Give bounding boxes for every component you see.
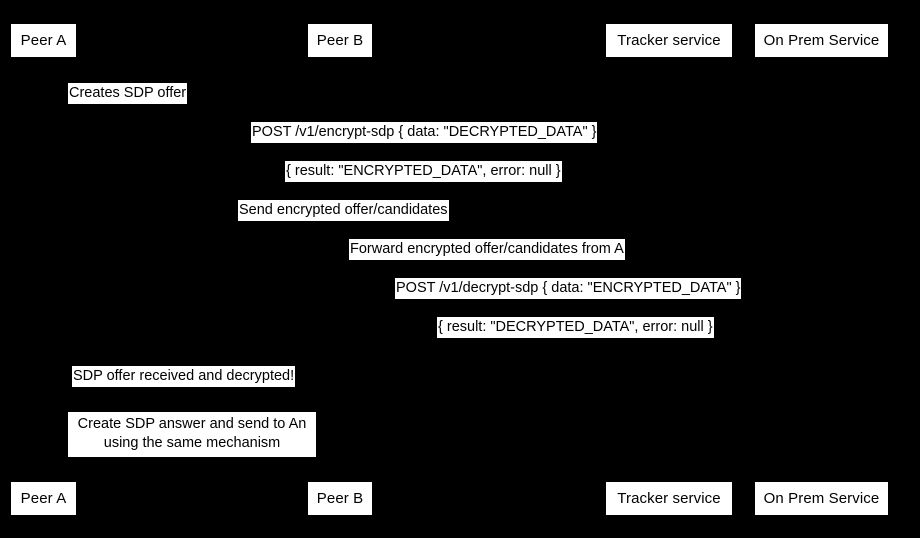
lifeline-peer-b xyxy=(340,57,342,481)
message-encrypt-sdp-result[interactable]: { result: "ENCRYPTED_DATA", error: null … xyxy=(285,161,562,182)
message-text: Creates SDP offer xyxy=(69,85,187,101)
message-forward-encrypted-offer[interactable]: Forward encrypted offer/candidates from … xyxy=(349,239,625,260)
message-post-encrypt-sdp[interactable]: POST /v1/encrypt-sdp { data: "DECRYPTED_… xyxy=(251,122,598,143)
participant-footer-tracker-service[interactable]: Tracker service xyxy=(605,481,733,516)
participant-label: Tracker service xyxy=(617,32,721,49)
participant-header-peer-b[interactable]: Peer B xyxy=(307,23,373,58)
message-post-decrypt-sdp[interactable]: POST /v1/decrypt-sdp { data: "ENCRYPTED_… xyxy=(395,278,742,299)
participant-label: On Prem Service xyxy=(763,32,880,49)
message-sdp-offer-received[interactable]: SDP offer received and decrypted! xyxy=(72,366,296,387)
lifeline-on-prem-service xyxy=(821,57,823,481)
participant-header-tracker-service[interactable]: Tracker service xyxy=(605,23,733,58)
message-text: Create SDP answer and send to An using t… xyxy=(77,416,307,451)
message-decrypt-sdp-result[interactable]: { result: "DECRYPTED_DATA", error: null … xyxy=(437,317,714,338)
participant-label: Peer B xyxy=(316,490,364,507)
message-text: { result: "DECRYPTED_DATA", error: null … xyxy=(438,319,713,335)
message-text: SDP offer received and decrypted! xyxy=(73,368,295,384)
participant-label: Peer A xyxy=(20,490,67,507)
participant-footer-peer-a[interactable]: Peer A xyxy=(10,481,77,516)
message-text: POST /v1/decrypt-sdp { data: "ENCRYPTED_… xyxy=(396,280,741,296)
participant-footer-peer-b[interactable]: Peer B xyxy=(307,481,373,516)
message-send-encrypted-offer[interactable]: Send encrypted offer/candidates xyxy=(238,200,449,221)
participant-label: On Prem Service xyxy=(763,490,880,507)
message-create-sdp-answer[interactable]: Create SDP answer and send to An using t… xyxy=(68,412,316,457)
lifeline-tracker-service xyxy=(669,57,671,481)
message-text: POST /v1/encrypt-sdp { data: "DECRYPTED_… xyxy=(252,124,597,140)
lifeline-peer-a xyxy=(43,57,45,481)
participant-header-on-prem-service[interactable]: On Prem Service xyxy=(754,23,889,58)
message-creates-sdp-offer[interactable]: Creates SDP offer xyxy=(68,83,188,104)
participant-label: Peer B xyxy=(316,32,364,49)
participant-header-peer-a[interactable]: Peer A xyxy=(10,23,77,58)
message-text: Send encrypted offer/candidates xyxy=(239,202,448,218)
participant-label: Peer A xyxy=(20,32,67,49)
message-text: { result: "ENCRYPTED_DATA", error: null … xyxy=(286,163,561,179)
participant-footer-on-prem-service[interactable]: On Prem Service xyxy=(754,481,889,516)
message-text: Forward encrypted offer/candidates from … xyxy=(350,241,624,257)
participant-label: Tracker service xyxy=(617,490,721,507)
